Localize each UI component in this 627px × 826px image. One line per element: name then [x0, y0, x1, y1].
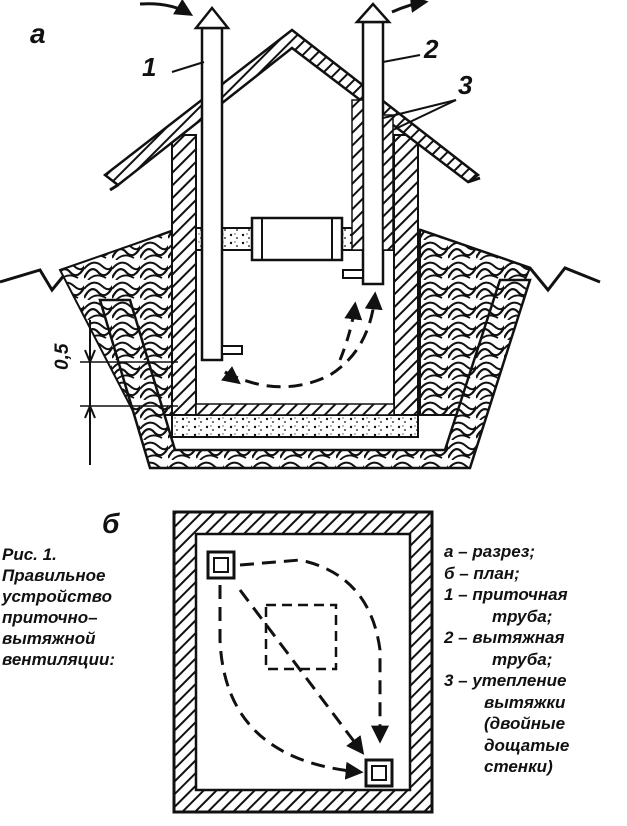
exhaust-pipe — [361, 20, 385, 286]
airflow-path — [224, 291, 383, 389]
cellar-floor-concrete — [171, 414, 419, 438]
callout-3: 3 — [458, 70, 473, 100]
callout-1: 1 — [142, 52, 157, 82]
supply-pipe — [200, 26, 224, 362]
supply-pipe-cap — [193, 5, 231, 30]
outflow-arrow — [391, 0, 429, 14]
legend-line: вытяжки — [484, 692, 566, 712]
plan-flow-diag — [238, 589, 365, 755]
exhaust-insulation — [351, 99, 364, 251]
plan-flow-left — [218, 585, 364, 780]
inflow-arrow — [139, 0, 194, 16]
legend-line: 3 – утепление — [444, 671, 567, 690]
dimension-label: 0,5 — [52, 343, 73, 370]
caption-line: вентиляции: — [2, 650, 116, 669]
caption-line: Правильное — [2, 566, 106, 585]
caption-line: устройство — [2, 587, 112, 606]
cellar-wall-right — [393, 134, 419, 436]
exhaust-pipe-cap — [354, 2, 392, 24]
plan-flow-top — [239, 558, 389, 744]
cellar-floor-hatch — [195, 403, 395, 416]
caption-line: вытяжной — [2, 629, 96, 648]
legend-line: дощатые — [484, 735, 570, 755]
legend-line: а – разрез; — [444, 542, 536, 561]
hatch-cover — [250, 216, 344, 262]
legend-line: 2 – вытяжная — [444, 628, 565, 647]
legend-line: б – план; — [444, 563, 520, 583]
cellar-wall-left — [171, 134, 197, 436]
caption-line: Рис. 1. — [2, 545, 57, 564]
section-b-label: б — [102, 508, 120, 539]
caption-line: приточно– — [2, 608, 98, 627]
legend-line: труба; — [492, 649, 553, 669]
legend-line: труба; — [492, 606, 553, 626]
soil-bottom — [98, 278, 532, 470]
legend-line: 1 – приточная — [444, 585, 568, 604]
legend-line: стенки) — [484, 757, 553, 776]
legend: а – разрез; б – план; 1 – приточная труб… — [444, 541, 626, 778]
callout-2: 2 — [424, 34, 439, 64]
section-a-label: а — [30, 18, 46, 49]
legend-line: (двойные — [484, 714, 566, 733]
figure-caption: Рис. 1. Правильное устройство приточно– … — [2, 544, 152, 670]
